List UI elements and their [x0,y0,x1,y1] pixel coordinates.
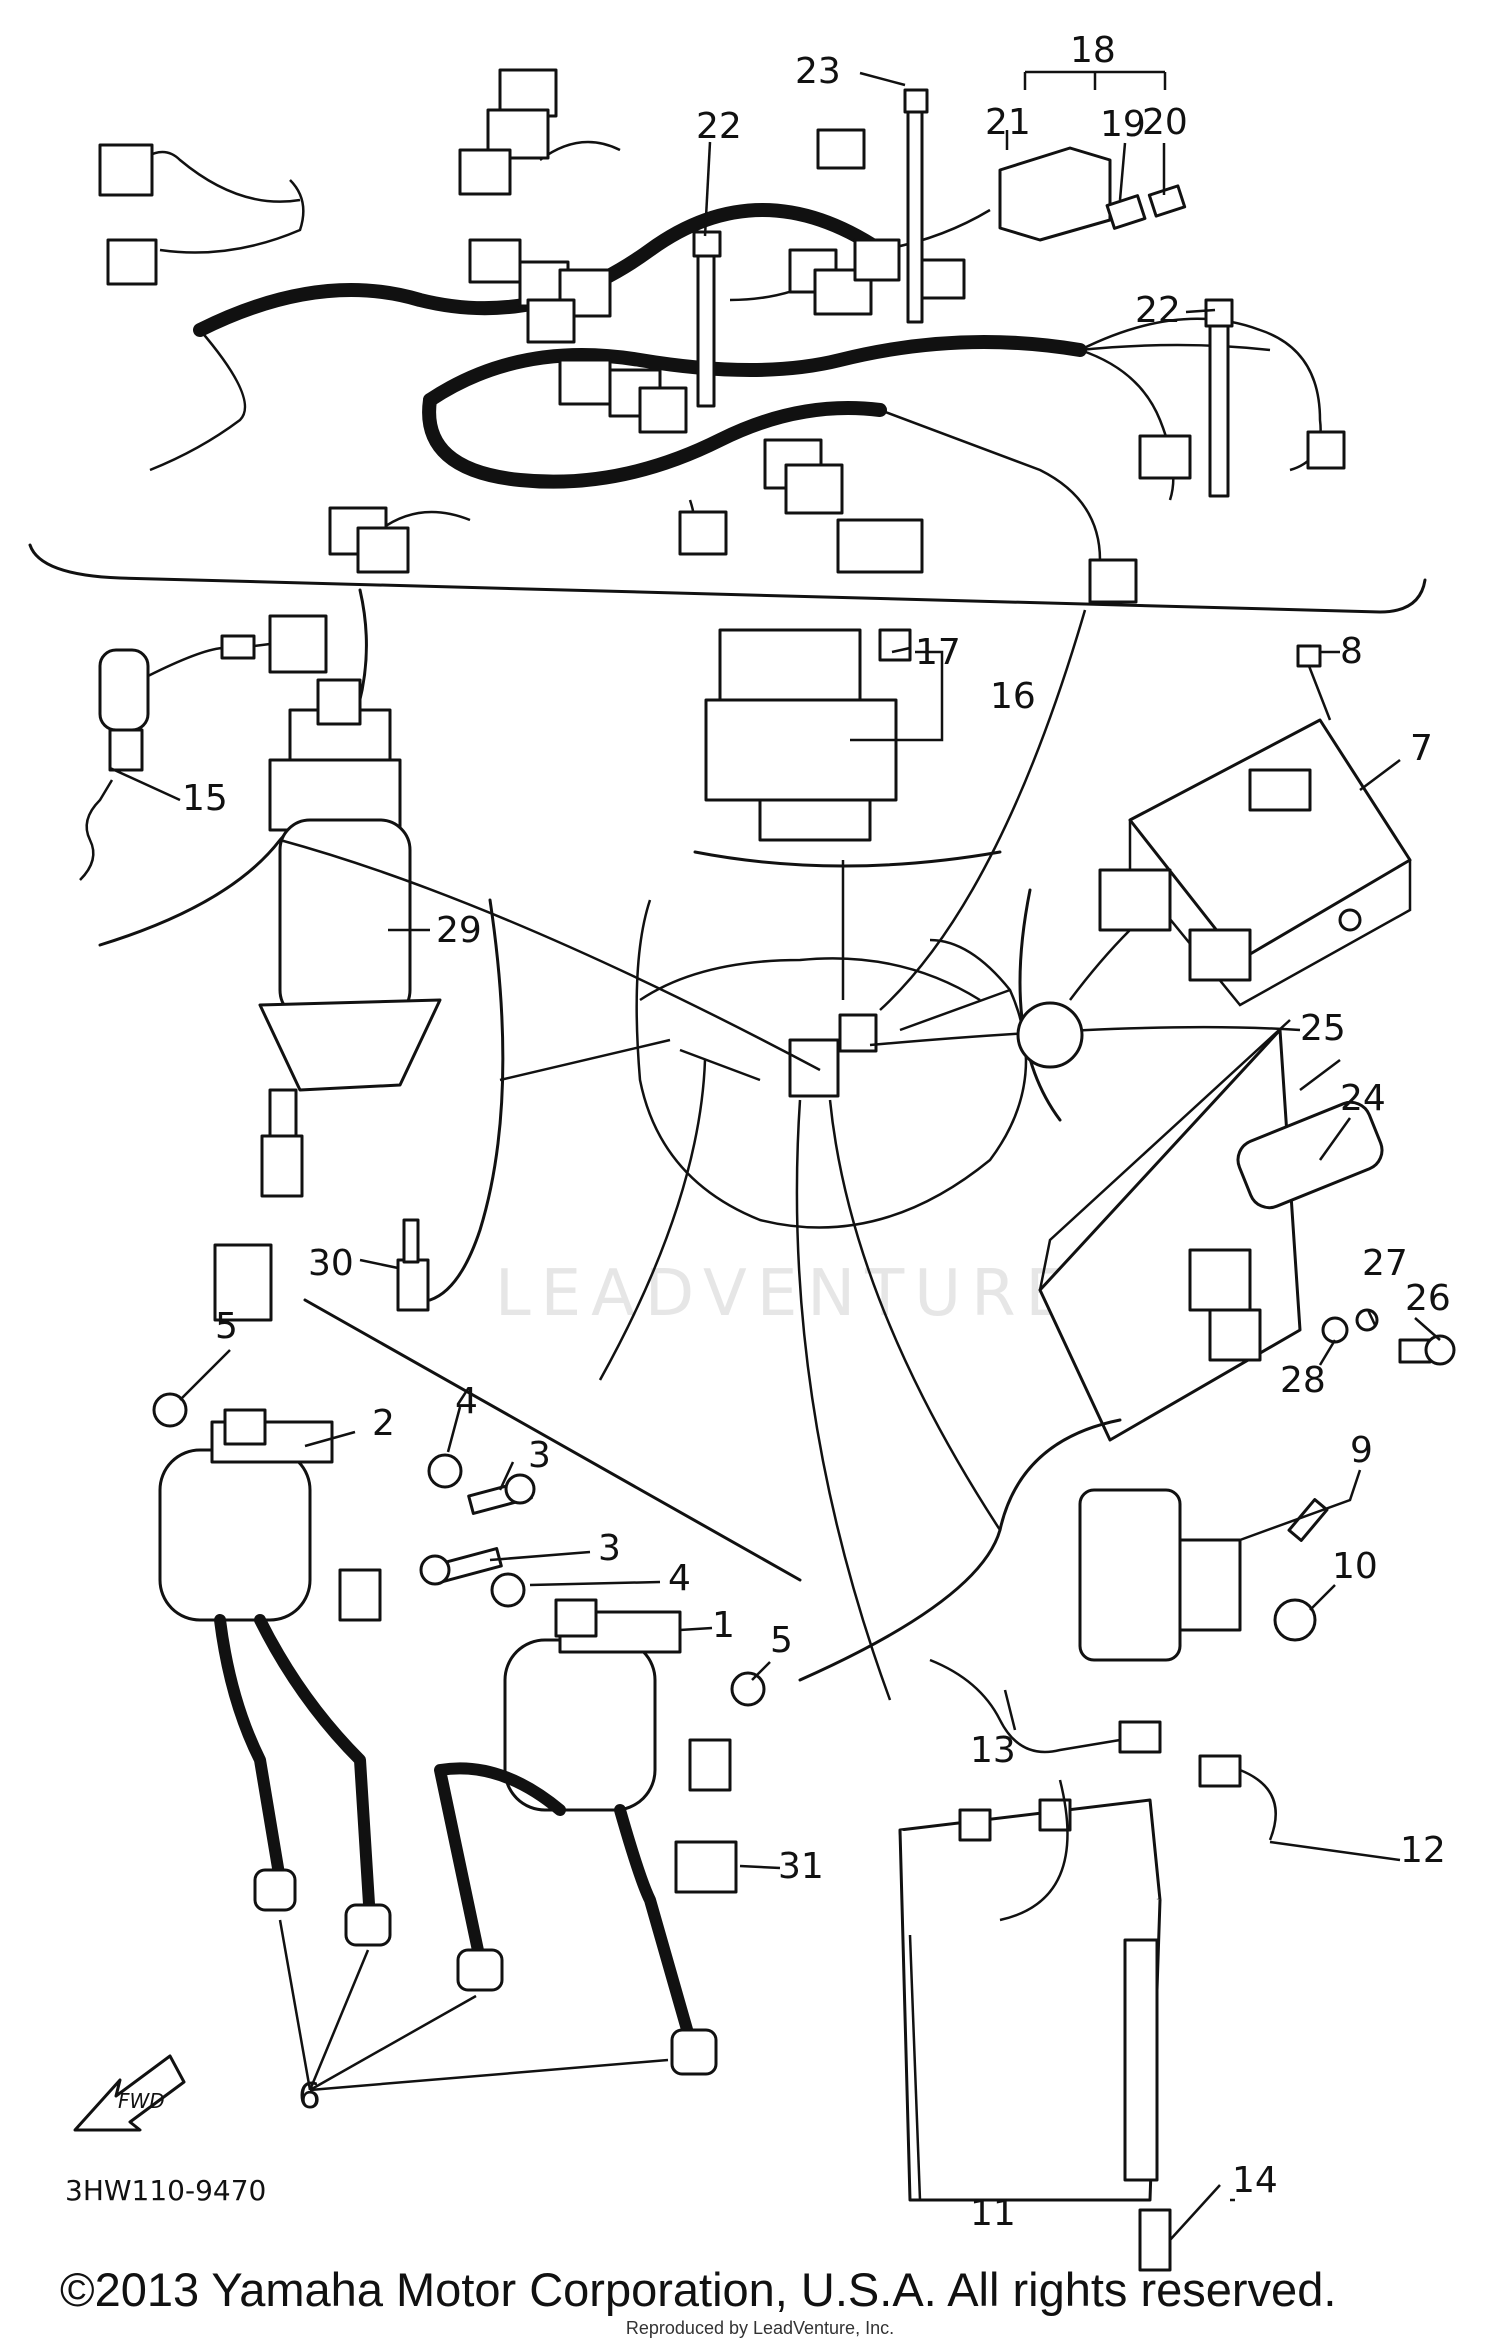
callout-leaders [109,70,1441,2241]
callout-5b: 5 [770,1620,793,1661]
callout-4a: 4 [455,1381,478,1422]
callout-14: 14 [1232,2160,1278,2201]
fuse-box [998,146,1187,242]
callout-28: 28 [1280,1360,1326,1401]
leader-lines [279,609,1301,1701]
callout-9: 9 [1350,1430,1373,1471]
coil-hardware [419,1453,536,1608]
callout-15: 15 [182,778,228,819]
callout-24: 24 [1340,1078,1386,1119]
copyright-notice: ©2013 Yamaha Motor Corporation, U.S.A. A… [60,2263,1337,2316]
callout-27: 27 [1362,1243,1408,1284]
cable-tie-22 [692,230,1234,498]
callout-7: 7 [1410,728,1433,769]
callout-6: 6 [298,2076,321,2117]
rectifier-regulator [1038,1019,1456,1442]
callout-8: 8 [1340,631,1363,672]
relay [704,628,912,842]
harness-connectors [98,68,1346,604]
callout-22b: 22 [1135,290,1181,331]
drawing-code: 3HW110-9470 [65,2174,266,2207]
callout-2: 2 [372,1403,395,1444]
igniter-unit [1016,644,1412,1069]
watermark: LEADVENTURE [495,1257,1076,1331]
starter-relay [1078,1488,1329,1662]
main-switch [213,678,442,1322]
callout-20: 20 [1142,102,1188,143]
callout-22a: 22 [696,106,742,147]
callout-18: 18 [1070,30,1116,71]
neutral-switch [79,614,328,881]
callout-3a: 3 [528,1435,551,1476]
reproduced-notice: Reproduced by LeadVenture, Inc. [625,2318,895,2338]
spark-plug-leads [214,1614,718,2076]
callout-1: 1 [712,1605,735,1646]
callout-3b: 3 [598,1528,621,1569]
frame-sketch [635,899,1028,1229]
cable-tie-23 [903,88,929,324]
callout-10: 10 [1332,1546,1378,1587]
callout-26: 26 [1405,1278,1451,1319]
ignition-coil-1 [503,1598,766,1812]
callout-4b: 4 [668,1558,691,1599]
battery-leads [929,1658,1277,2272]
ignition-coil-2 [152,1392,382,1622]
forward-arrow-icon: FWD [73,2054,186,2132]
callout-25: 25 [1300,1008,1346,1049]
callout-labels: 1 2 3 3 4 4 5 5 6 7 8 9 10 11 12 13 14 1… [182,30,1451,2234]
callout-30: 30 [308,1243,354,1284]
fwd-label: FWD [118,2089,165,2113]
battery [898,1798,1162,2202]
callout-17: 17 [915,632,961,673]
callout-12: 12 [1400,1830,1446,1871]
callout-11: 11 [970,2193,1016,2234]
callout-29: 29 [436,910,482,951]
callout-5a: 5 [215,1306,238,1347]
clamp-31 [674,1840,738,1894]
callout-16: 16 [990,676,1036,717]
callout-13: 13 [970,1730,1016,1771]
callout-31: 31 [778,1846,824,1887]
callout-23: 23 [795,51,841,92]
callout-21: 21 [985,102,1031,143]
callout-19: 19 [1100,104,1146,145]
